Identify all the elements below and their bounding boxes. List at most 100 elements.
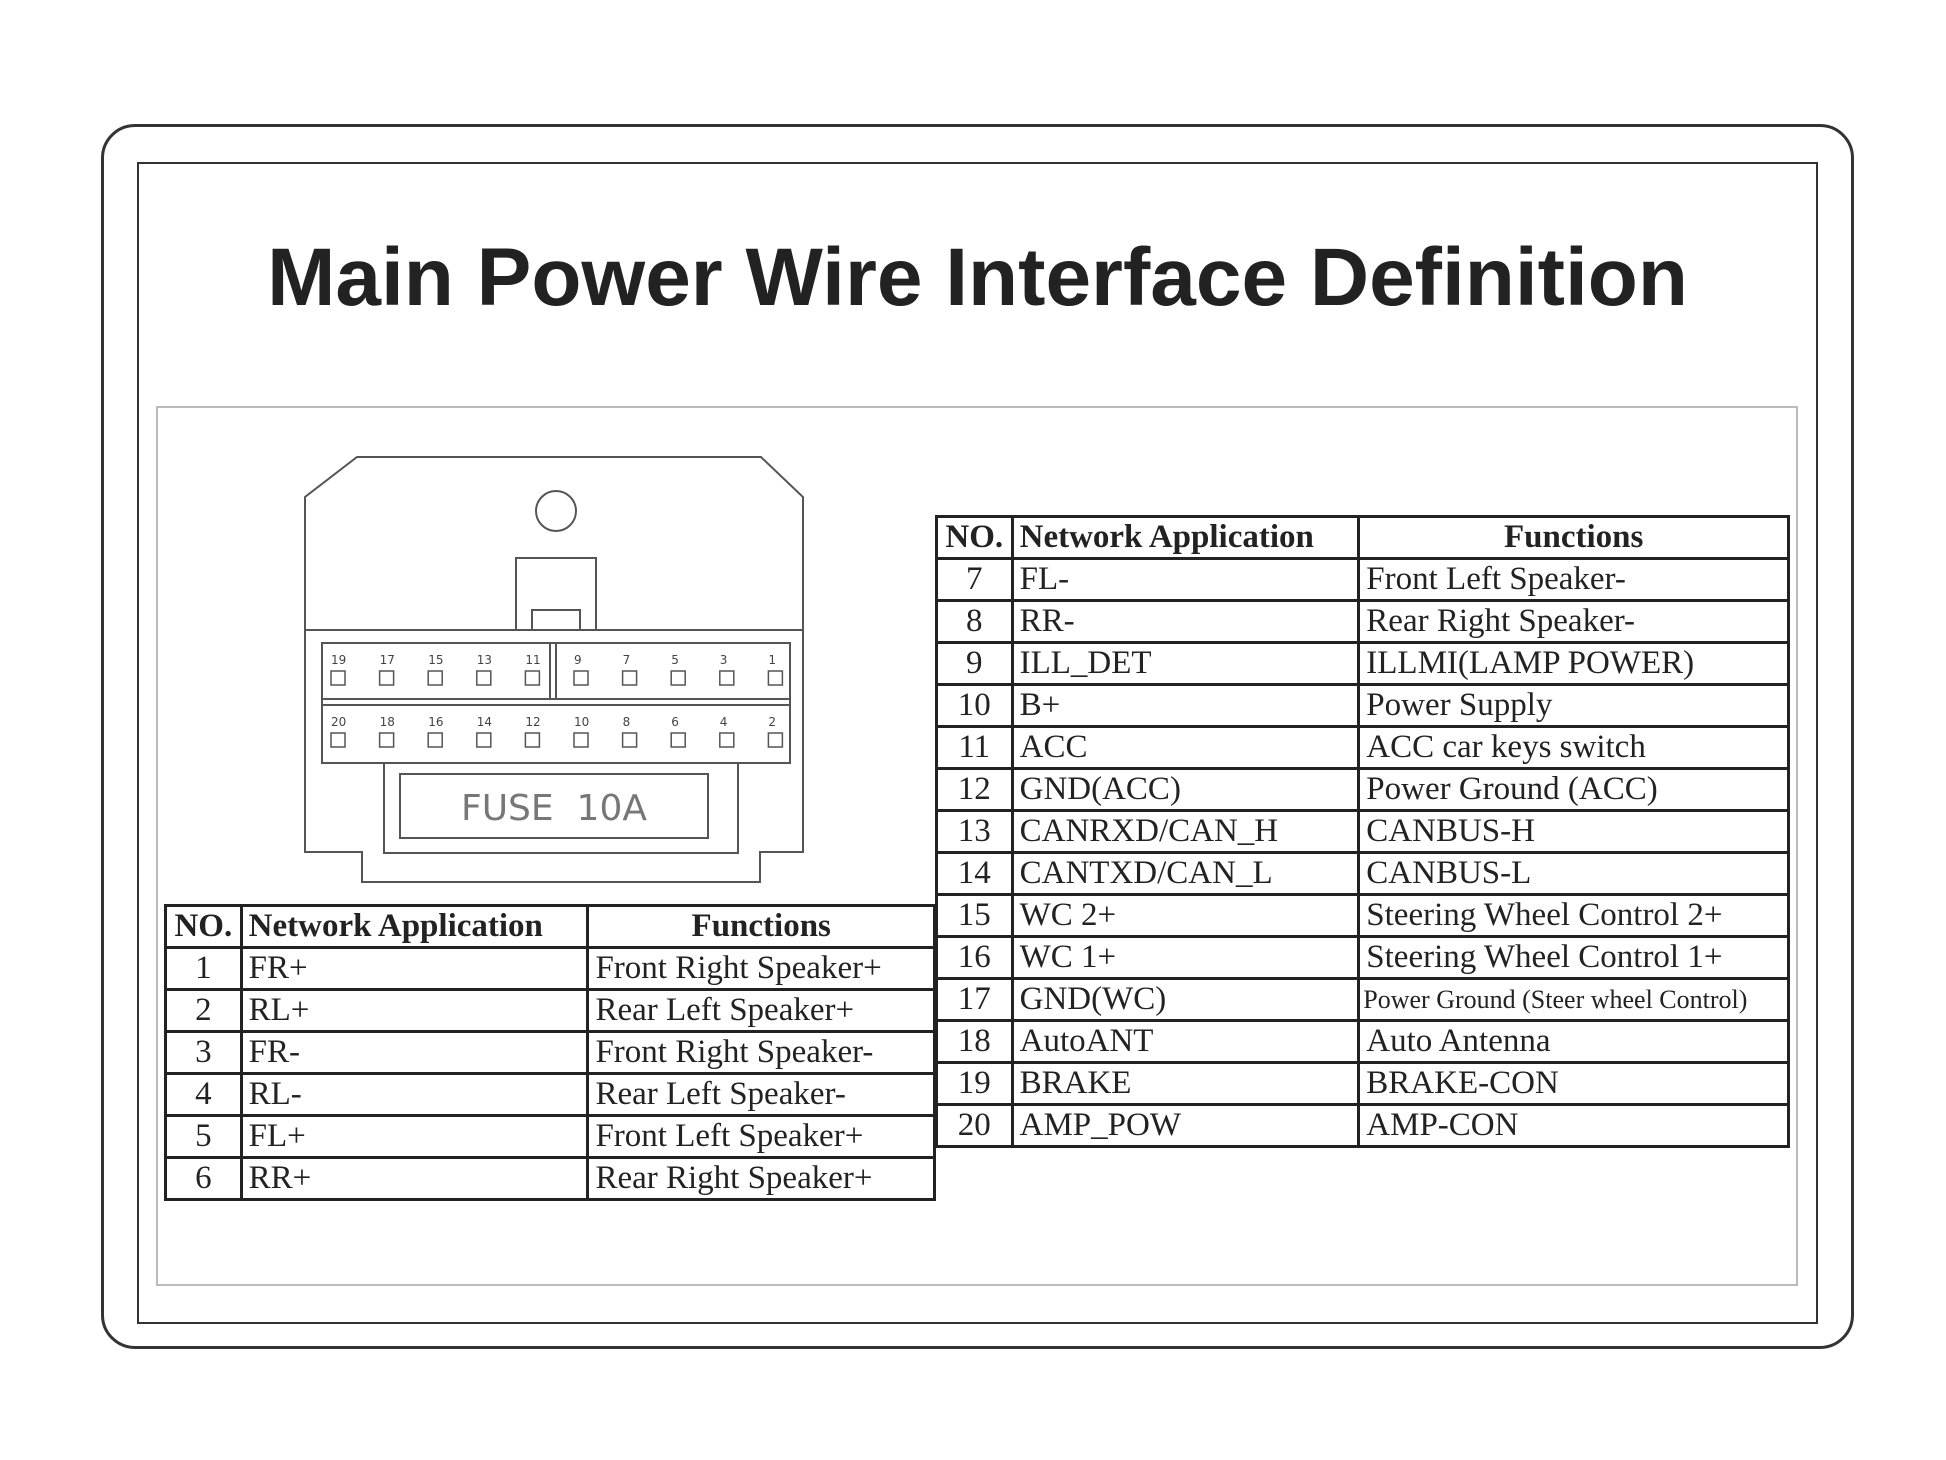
pin-number: 8: [935, 599, 1014, 644]
network-application: RL+: [239, 988, 590, 1033]
pin-number: 11: [935, 725, 1014, 770]
pin-function: Steering Wheel Control 2+: [1357, 893, 1790, 938]
network-application: GND(ACC): [1010, 767, 1361, 812]
mounting-hole: [535, 490, 577, 532]
pin-number: 14: [935, 851, 1014, 896]
pin-function: Front Left Speaker+: [586, 1114, 936, 1159]
pin-number: 19: [935, 1061, 1014, 1106]
pin-function: Power Supply: [1357, 683, 1790, 728]
pin-socket: [378, 732, 395, 748]
pin-function: Steering Wheel Control 1+: [1357, 935, 1790, 980]
network-application: FR-: [239, 1030, 590, 1075]
pin-number: 18: [935, 1019, 1014, 1064]
pin-number: 15: [935, 893, 1014, 938]
pin-label: 13: [477, 653, 492, 667]
pin-label: 10: [574, 715, 589, 729]
pin-function: Rear Right Speaker+: [586, 1156, 936, 1201]
network-application: CANRXD/CAN_H: [1010, 809, 1361, 854]
network-application: RR-: [1010, 599, 1361, 644]
pin-function: BRAKE-CON: [1357, 1061, 1790, 1106]
network-application: FL-: [1010, 557, 1361, 602]
pin-number: 9: [935, 641, 1014, 686]
pin-function: Power Ground (ACC): [1357, 767, 1790, 812]
outer-frame: [101, 124, 1854, 1349]
pin-number: 5: [164, 1114, 243, 1159]
pin-label: 15: [428, 653, 443, 667]
pin-number: 17: [935, 977, 1014, 1022]
header-network-application: Network Application: [239, 904, 590, 949]
table-header-row: NO. Network Application Functions: [935, 515, 1790, 560]
header-functions: Functions: [586, 904, 936, 949]
pin-function: Auto Antenna: [1357, 1019, 1790, 1064]
pin-function: Rear Left Speaker-: [586, 1072, 936, 1117]
header-no: NO.: [164, 904, 243, 949]
pin-number: 16: [935, 935, 1014, 980]
pin-label: 7: [623, 653, 631, 667]
pin-number: 7: [935, 557, 1014, 602]
pin-function: Front Right Speaker-: [586, 1030, 936, 1075]
pin-label: 20: [331, 715, 346, 729]
pin-number: 4: [164, 1072, 243, 1117]
pin-socket: [719, 732, 735, 748]
content-panel: [156, 406, 1798, 1286]
pin-socket: [719, 670, 735, 686]
pin-socket: [767, 732, 784, 748]
pin-function: Rear Left Speaker+: [586, 988, 936, 1033]
pin-socket: [330, 732, 346, 748]
pin-label: 18: [380, 715, 395, 729]
connector-housing: [304, 456, 804, 883]
pin-function: CANBUS-L: [1357, 851, 1790, 896]
pin-label: 5: [671, 653, 679, 667]
latch-tab: [515, 557, 597, 630]
pin-socket: [427, 732, 443, 748]
header-no: NO.: [935, 515, 1014, 560]
pin-label: 4: [720, 715, 728, 729]
network-application: WC 2+: [1010, 893, 1361, 938]
table-header-row: NO. Network Application Functions: [164, 904, 936, 949]
pin-number: 6: [164, 1156, 243, 1201]
pin-socket: [573, 670, 589, 686]
pin-number: 13: [935, 809, 1014, 854]
pin-function: Front Left Speaker-: [1357, 557, 1790, 602]
pin-number: 20: [935, 1103, 1014, 1148]
pin-label: 17: [380, 653, 395, 667]
pin-label: 1: [768, 653, 776, 667]
header-network-application: Network Application: [1010, 515, 1361, 560]
pin-label: 2: [768, 715, 776, 729]
pin-socket: [621, 732, 638, 748]
pin-number: 12: [935, 767, 1014, 812]
network-application: ACC: [1010, 725, 1361, 770]
pin-socket: [476, 732, 492, 748]
pin-socket: [330, 670, 346, 686]
latch-notch: [531, 609, 581, 630]
pin-function: Rear Right Speaker-: [1357, 599, 1790, 644]
pin-label: 19: [331, 653, 346, 667]
pin-socket: [670, 732, 686, 748]
pin-socket: [670, 670, 686, 686]
pin-function: Power Ground (Steer wheel Control): [1357, 977, 1790, 1022]
pin-socket: [427, 670, 443, 686]
pin-label: 11: [525, 653, 540, 667]
fuse-label: FUSE 10A: [461, 788, 647, 829]
pin-label: 8: [623, 715, 631, 729]
network-application: CANTXD/CAN_L: [1010, 851, 1361, 896]
pin-socket: [378, 670, 395, 686]
network-application: B+: [1010, 683, 1361, 728]
pin-function: AMP-CON: [1357, 1103, 1790, 1148]
